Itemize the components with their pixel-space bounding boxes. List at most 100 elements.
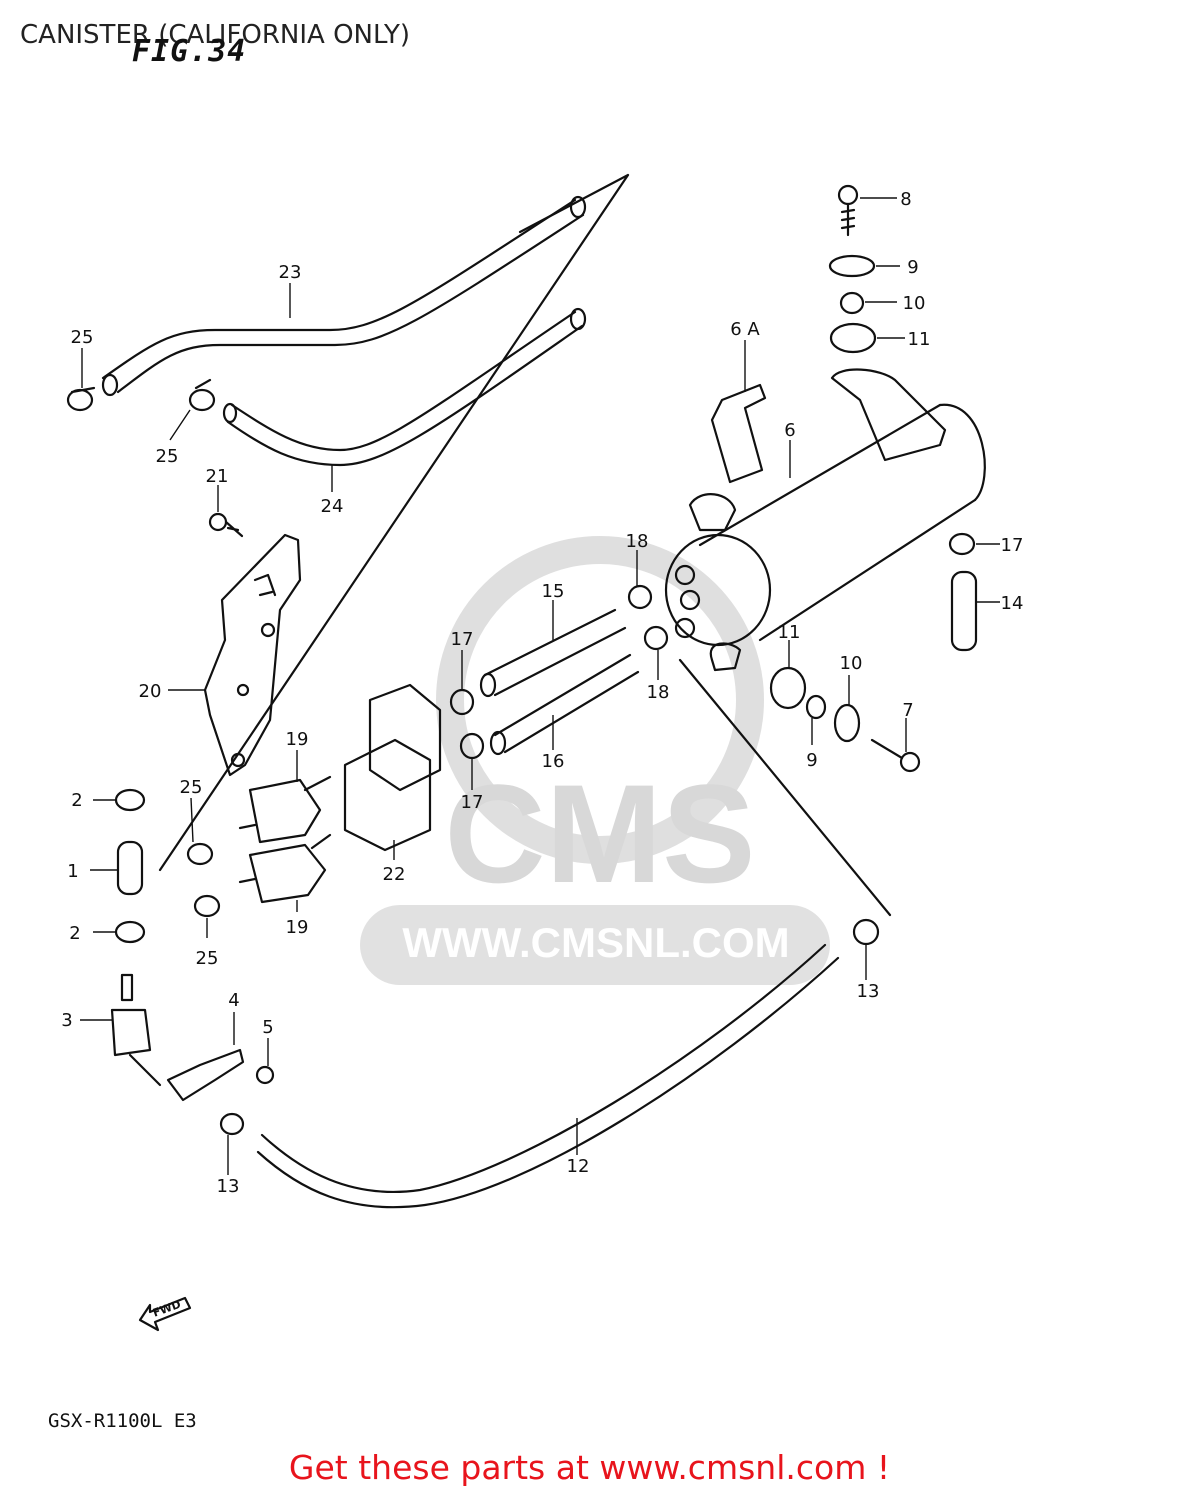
callout: 4 bbox=[228, 990, 239, 1011]
grommet-11-top bbox=[829, 322, 877, 354]
screw-5 bbox=[255, 1065, 275, 1085]
canister-6-end bbox=[938, 403, 986, 502]
hose-24-start bbox=[222, 402, 238, 424]
hose-12-lower-edge bbox=[256, 956, 840, 1209]
hose-24 bbox=[230, 310, 577, 452]
callout: 11 bbox=[908, 329, 931, 350]
canister-mount-lug bbox=[709, 642, 742, 672]
callout: 10 bbox=[903, 293, 926, 314]
callout: 3 bbox=[61, 1010, 72, 1031]
bolt-8 bbox=[837, 184, 859, 206]
valve-3-body bbox=[110, 1008, 152, 1057]
callout: 20 bbox=[139, 681, 162, 702]
bracket-20 bbox=[203, 533, 302, 777]
callout: 19 bbox=[286, 729, 309, 750]
callout: 7 bbox=[902, 700, 913, 721]
callout: 25 bbox=[180, 777, 203, 798]
clamp-13-right bbox=[852, 918, 880, 946]
valve-3-nozzle bbox=[120, 973, 134, 1002]
hose-23-start bbox=[101, 373, 119, 397]
callout: 5 bbox=[262, 1017, 273, 1038]
hose-24-end bbox=[569, 307, 587, 331]
callout: 2 bbox=[71, 790, 82, 811]
canister-port bbox=[679, 589, 701, 611]
holder-22-upper bbox=[368, 683, 442, 792]
washer-9-top bbox=[828, 254, 876, 278]
clamp-2-lower bbox=[114, 920, 146, 944]
hose-23 bbox=[101, 198, 577, 380]
canister-mount-lug bbox=[688, 493, 737, 532]
callout: 17 bbox=[451, 629, 474, 650]
watermark-brand: CMS bbox=[444, 755, 755, 912]
callout: 24 bbox=[321, 496, 344, 517]
clamp-4 bbox=[166, 1048, 245, 1102]
clamp-18-upper bbox=[627, 584, 653, 610]
callout: 22 bbox=[383, 864, 406, 885]
clamp-17-right bbox=[948, 532, 976, 556]
bracket-hole bbox=[236, 683, 250, 697]
callout: 6 bbox=[784, 420, 795, 441]
hose-23-lower-edge bbox=[116, 213, 585, 394]
hose-12 bbox=[260, 943, 827, 1194]
bolt-7 bbox=[899, 751, 921, 773]
callout: 17 bbox=[461, 792, 484, 813]
callout: 15 bbox=[542, 581, 565, 602]
bolt-7-thread bbox=[870, 738, 904, 760]
callout: 6 A bbox=[730, 319, 760, 340]
band-6a bbox=[710, 383, 767, 484]
callout: 1 bbox=[67, 861, 78, 882]
bracket-20-tab bbox=[253, 573, 277, 597]
bracket-hole bbox=[260, 622, 276, 638]
valve-19-upper-ports bbox=[238, 775, 332, 830]
callout: 9 bbox=[907, 257, 918, 278]
callout: 13 bbox=[857, 981, 880, 1002]
holder-22-lower bbox=[343, 738, 432, 852]
hose-12-route-line bbox=[678, 658, 892, 917]
callout: 21 bbox=[206, 466, 229, 487]
callout: 18 bbox=[626, 531, 649, 552]
clamp-18-lower bbox=[643, 625, 669, 651]
hose-14 bbox=[950, 570, 978, 652]
callout: 13 bbox=[217, 1176, 240, 1197]
tube-15 bbox=[483, 608, 627, 697]
callout: 19 bbox=[286, 917, 309, 938]
clamp-13-left bbox=[219, 1112, 245, 1136]
clamp-25-top bbox=[188, 378, 216, 412]
bracket-hole bbox=[230, 752, 246, 768]
valve-19-upper bbox=[248, 778, 322, 844]
clamp-25-top-left bbox=[66, 386, 96, 412]
bolt-21-thread bbox=[224, 520, 244, 538]
tube-16-end bbox=[489, 730, 507, 756]
canister-port bbox=[674, 564, 696, 586]
clamp-2-upper bbox=[114, 788, 146, 812]
valve-19-lower-ports bbox=[238, 833, 332, 884]
clamp-25-middle bbox=[186, 842, 214, 866]
grommet-11-lower bbox=[769, 666, 807, 710]
callout: 25 bbox=[156, 446, 179, 467]
tube-1 bbox=[116, 840, 144, 896]
model-code: GSX-R1100L E3 bbox=[48, 1410, 197, 1432]
figure-label: FIG.34 bbox=[132, 34, 247, 69]
canister-port bbox=[674, 617, 696, 639]
callout: 14 bbox=[1001, 593, 1024, 614]
canister-strap bbox=[830, 368, 947, 462]
tube-16 bbox=[493, 653, 640, 754]
clamp-25-lower bbox=[193, 894, 221, 918]
watermark-url: WWW.CMSNL.COM bbox=[402, 919, 789, 966]
tube-15-end bbox=[479, 672, 497, 698]
callout: 11 bbox=[778, 622, 801, 643]
callout: 25 bbox=[71, 327, 94, 348]
bolt-8-thread bbox=[840, 202, 856, 237]
callout: 18 bbox=[647, 682, 670, 703]
bolt-21 bbox=[208, 512, 228, 532]
callout: 23 bbox=[279, 262, 302, 283]
footer-link[interactable]: Get these parts at www.cmsnl.com ! bbox=[288, 1448, 891, 1487]
collar-10-top bbox=[839, 291, 865, 315]
callout: 16 bbox=[542, 751, 565, 772]
valve-3-stem bbox=[128, 1053, 162, 1087]
cms-watermark: CMS WWW.CMSNL.COM bbox=[360, 536, 830, 985]
fwd-arrow bbox=[138, 1296, 192, 1332]
callout: 9 bbox=[806, 750, 817, 771]
callout: 17 bbox=[1001, 535, 1024, 556]
